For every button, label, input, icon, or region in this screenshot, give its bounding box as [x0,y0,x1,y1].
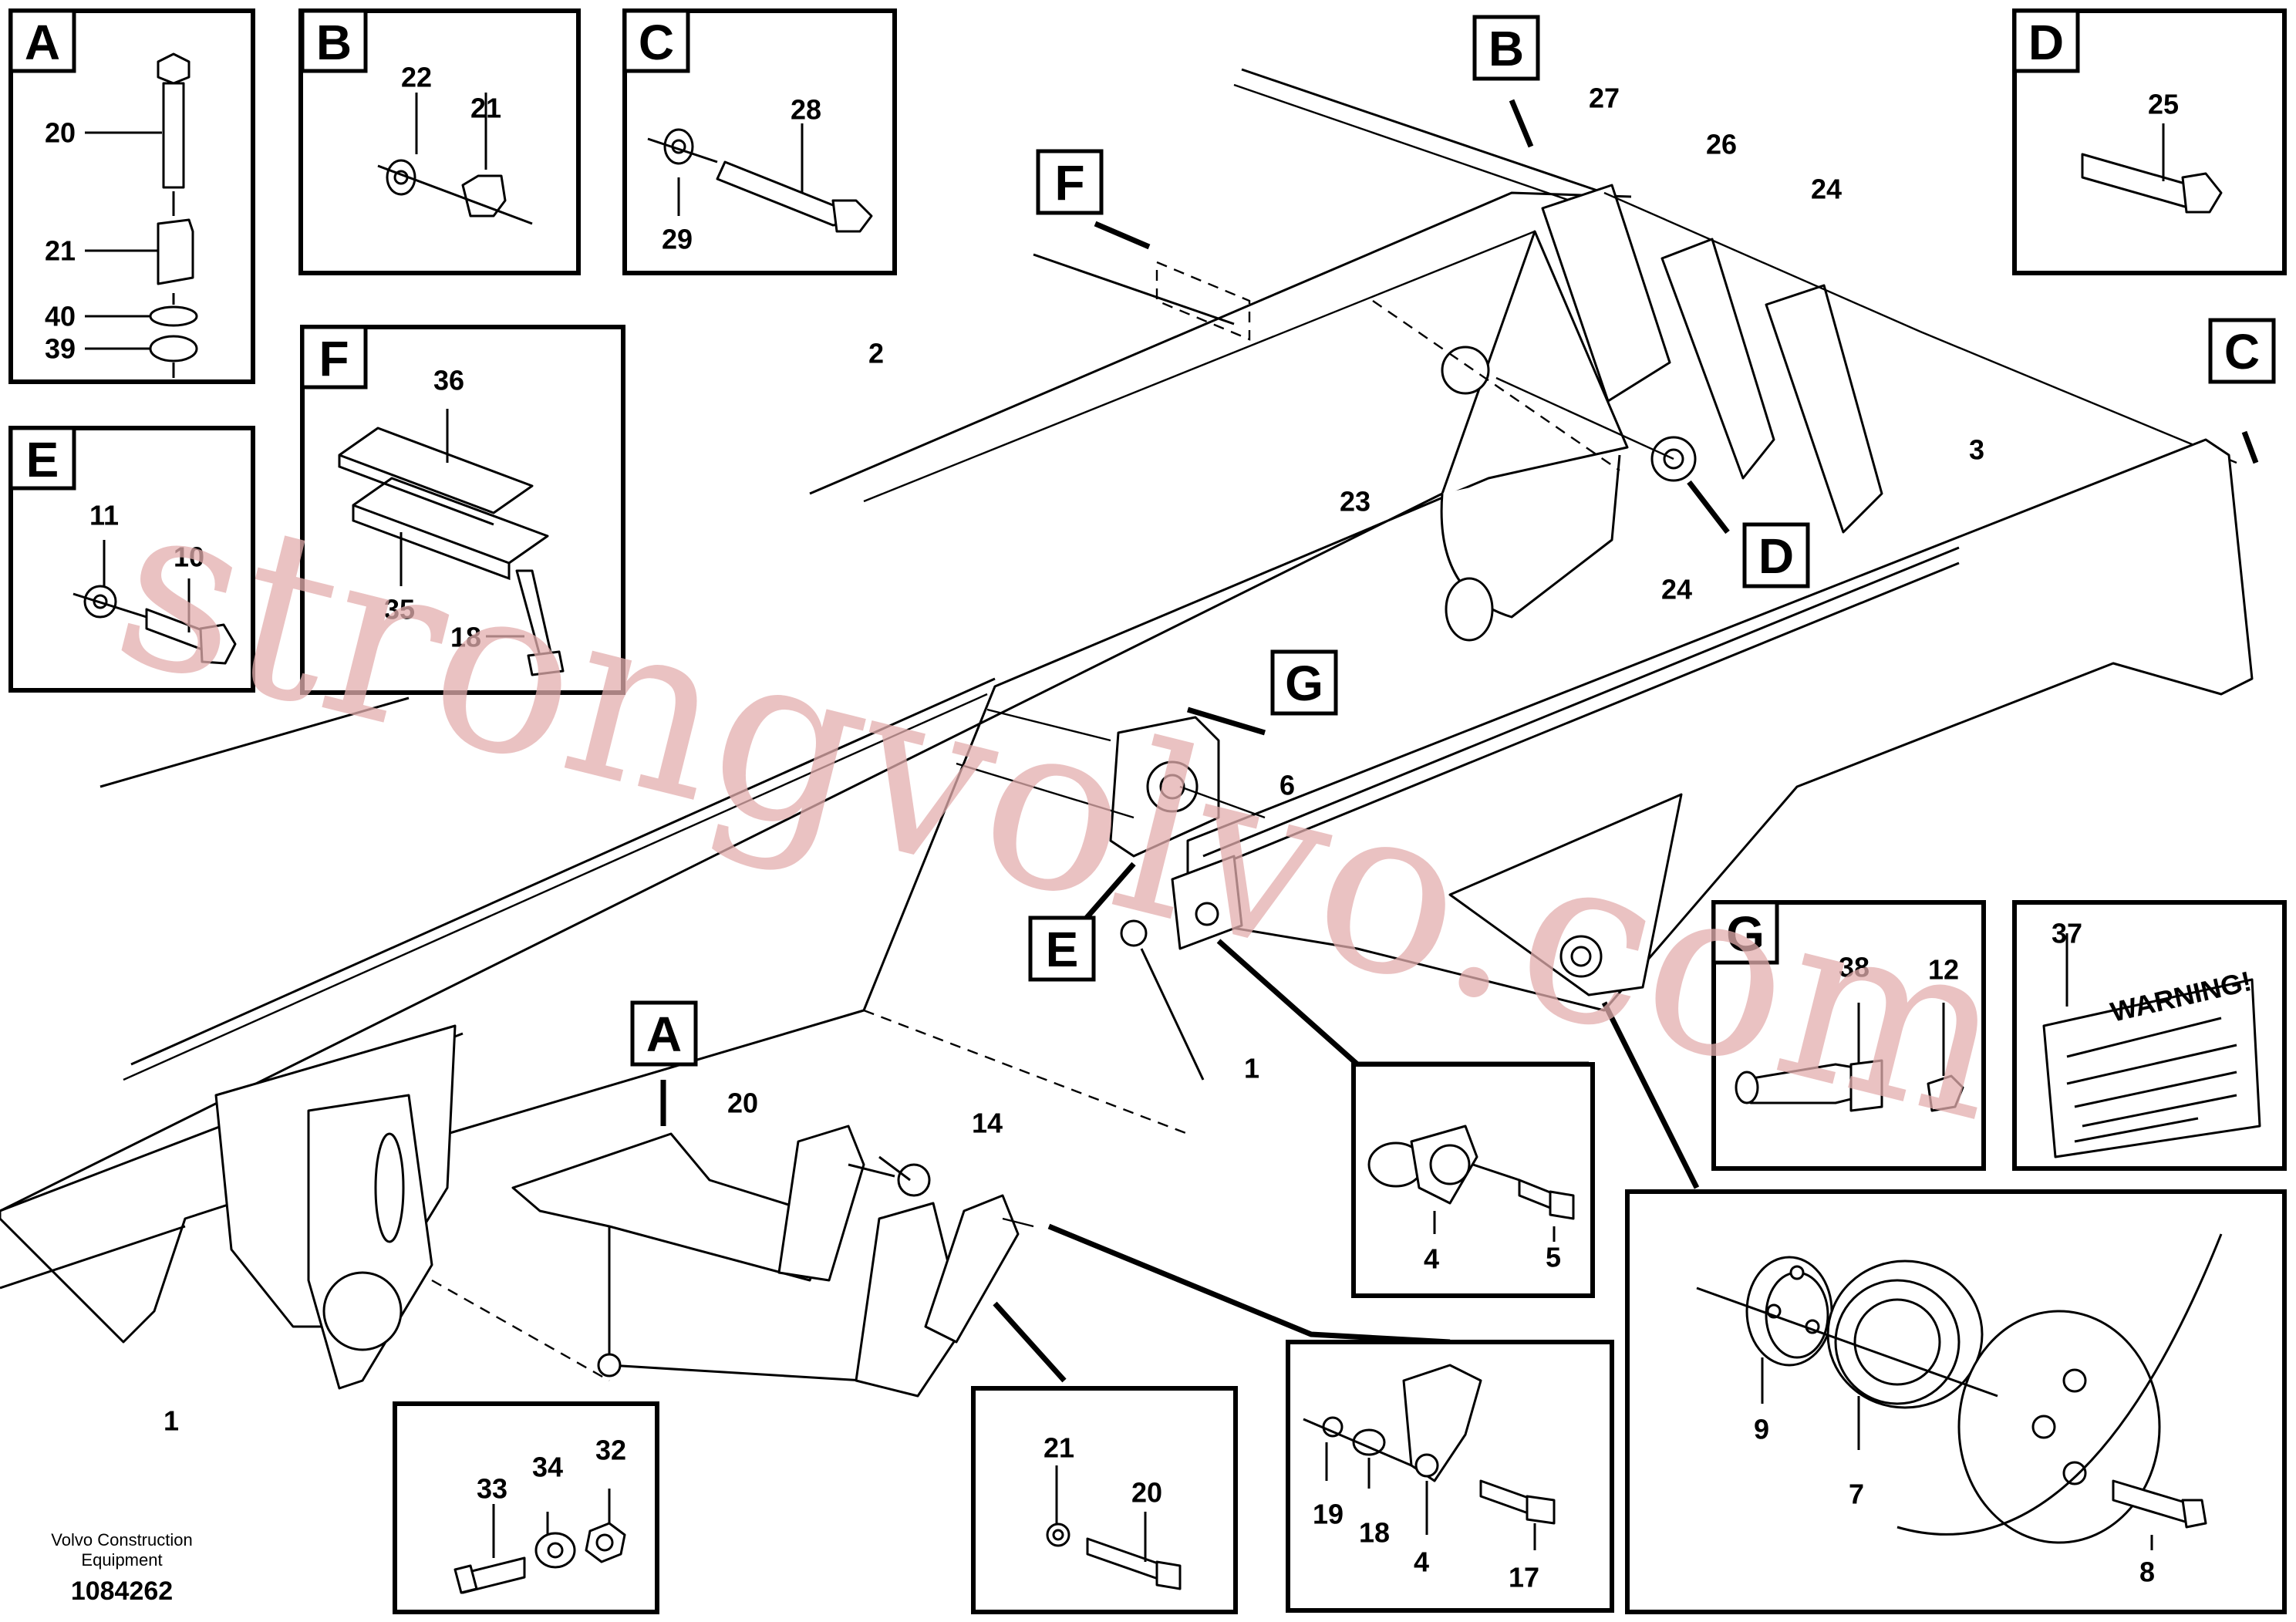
label-14: 14 [972,1108,1003,1139]
detail-box-washer-bolt [971,1386,1238,1614]
tag-g-main: G [1270,649,1338,716]
label-16: 18 [1359,1517,1390,1549]
label-23: 22 [401,62,432,93]
label-22a: 21 [45,235,76,267]
tag-c-label: C [639,15,674,70]
label-33: 33 [477,1473,507,1505]
label-35: 35 [384,594,415,626]
footer-company-line1: Volvo Construction [51,1530,192,1549]
label-26: 25 [2148,89,2179,120]
tag-a-main-label: A [646,1007,682,1062]
tag-e-main: E [1028,916,1096,982]
label-32: 32 [595,1435,626,1466]
label-25: 24 [1661,574,1692,605]
detail-box-bearing [1625,1189,2287,1614]
tag-d-box: D [2012,8,2080,73]
label-8: 8 [2139,1556,2155,1588]
detail-box-hinge-bottom [1286,1340,1614,1613]
label-10: 10 [174,541,204,573]
footer-company-line2: Equipment [81,1550,162,1570]
label-4b: 4 [1414,1546,1429,1578]
label-37: 37 [2052,918,2082,949]
label-22b: 21 [470,93,501,124]
detail-box-hinge-top [1351,1062,1595,1298]
label-24: 23 [1340,486,1371,518]
detail-box-g [1711,900,1986,1171]
tag-f-label: F [319,331,349,386]
part-number-labels: 20 21 40 39 22 21 28 29 25 11 10 36 35 1… [45,62,2179,1593]
label-27: 24 [1811,174,1842,205]
tag-e-box: E [8,426,76,491]
tag-b-main: B [1472,15,1540,81]
label-17: 19 [1313,1499,1344,1530]
label-28: 26 [1706,129,1737,160]
label-18: 20 [1131,1477,1162,1509]
label-5a: 5 [1546,1242,1561,1273]
detail-box-f [300,325,625,695]
footer-block: Volvo Construction Equipment 1084262 [51,1530,192,1606]
label-20: 20 [727,1088,758,1119]
tag-g-box: G [1711,900,1779,965]
label-31: 29 [662,224,693,255]
tag-g-label: G [1726,906,1765,962]
detail-tags: A B C D E F G B C F D G E A [8,8,2276,1067]
label-29: 27 [1589,83,1620,114]
tag-d-label: D [2028,15,2064,70]
tag-c-main: C [2208,318,2276,384]
detail-box-bolt-nut [393,1401,659,1614]
label-6: 6 [1279,770,1295,801]
label-1b: 1 [1244,1053,1259,1084]
label-12: 12 [1928,954,1959,986]
label-15: 17 [1509,1562,1539,1593]
label-5f: 18 [450,622,481,653]
detail-box-d [2012,8,2287,275]
label-19: 21 [1043,1432,1074,1464]
label-7: 7 [1849,1479,1864,1510]
label-30: 28 [791,94,821,126]
tag-d-main-label: D [1758,528,1794,584]
tag-g-main-label: G [1285,656,1323,711]
tag-f-main: F [1036,149,1104,215]
tag-b-main-label: B [1489,21,1524,76]
tag-d-main: D [1742,522,1810,588]
tag-f-box: F [300,325,368,389]
label-2: 2 [868,338,884,369]
tag-f-main-label: F [1054,155,1084,211]
label-11: 11 [89,500,119,531]
tag-a-main: A [630,1000,698,1067]
tag-a-label: A [25,15,60,70]
label-39: 39 [45,333,76,365]
tag-a-box: A [8,8,76,73]
tag-e-label: E [26,432,59,487]
label-4a: 4 [1424,1243,1439,1275]
tag-b-box: B [300,8,368,73]
tag-e-main-label: E [1046,922,1079,977]
footer-drawing-number: 1084262 [71,1576,173,1606]
label-1a: 1 [164,1405,179,1437]
label-3: 3 [1969,434,1984,466]
tag-c-box: C [622,8,690,73]
detail-box-warning-decal: WARNING! [2012,900,2287,1171]
label-9: 9 [1754,1414,1769,1445]
label-21: 20 [45,117,76,149]
label-36: 36 [433,365,464,396]
label-38: 38 [1839,952,1870,983]
label-40: 40 [45,301,76,332]
tag-c-main-label: C [2224,324,2260,379]
tag-b-label: B [316,15,352,70]
main-frame-assembly [0,68,2259,1398]
label-34: 34 [532,1452,563,1483]
